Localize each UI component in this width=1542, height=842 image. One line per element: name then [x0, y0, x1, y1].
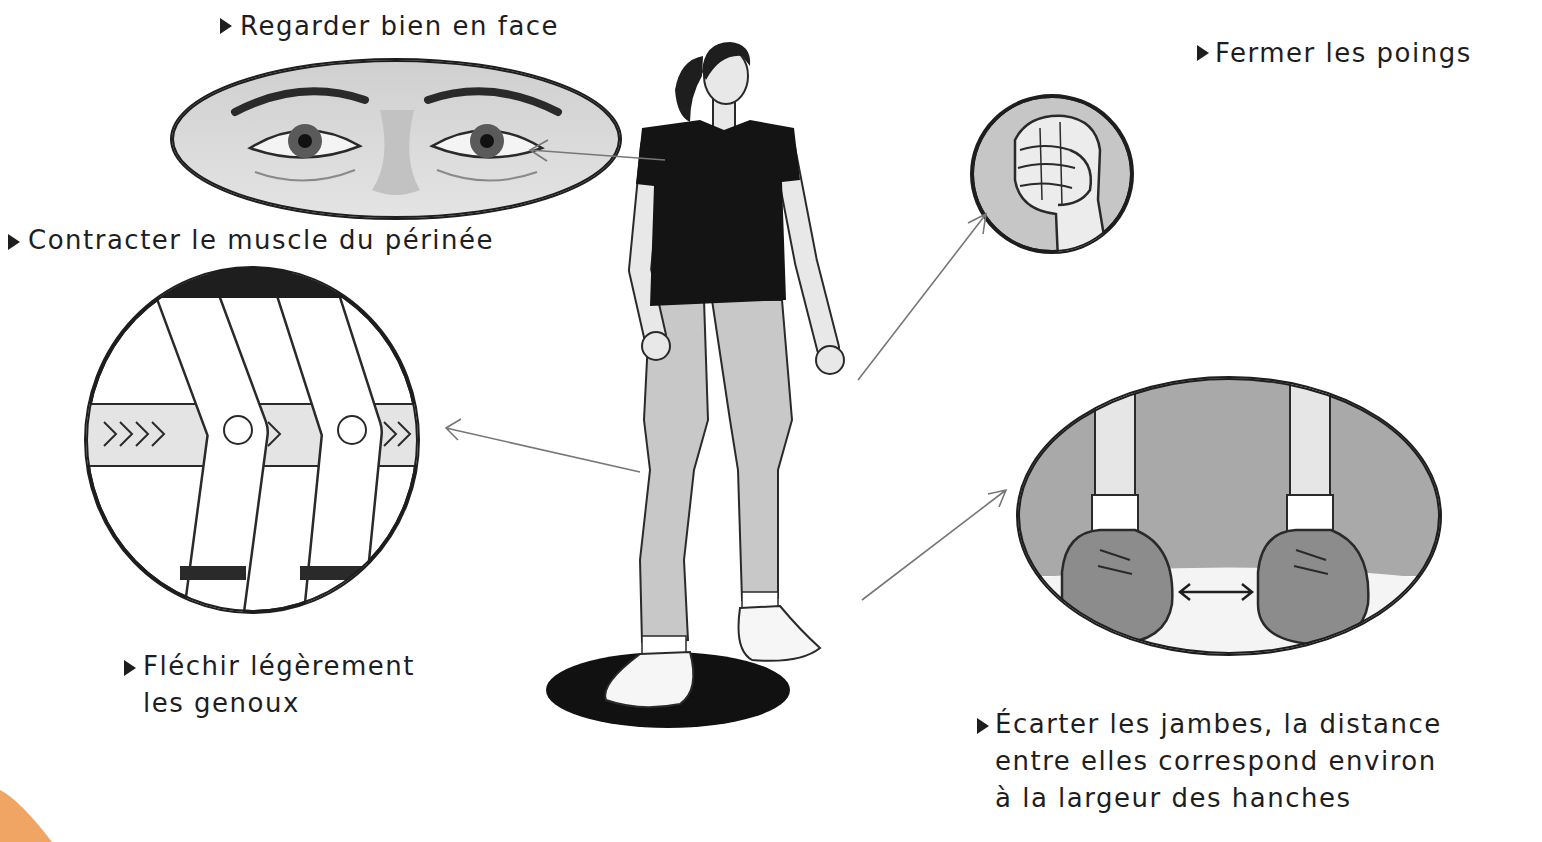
bullet-triangle [220, 18, 232, 34]
bullet-triangle [124, 660, 136, 676]
leader-arrow [446, 140, 1006, 600]
leader-arrow [858, 214, 986, 380]
bullet-triangle [8, 234, 20, 250]
callout-frame [1018, 378, 1440, 654]
eyes-closeup [170, 58, 622, 220]
eyes-closeup [170, 58, 622, 220]
bullet-triangle [8, 18, 1209, 734]
callout-frame [86, 268, 418, 612]
woman-figure [642, 332, 670, 360]
woman-figure [675, 56, 703, 122]
eyes-callout: Regarder bien en face [172, 60, 620, 218]
knees-closeup [84, 266, 420, 612]
woman-figure [784, 148, 828, 348]
knees-closeup [86, 268, 418, 612]
woman-figure [816, 346, 844, 374]
callout-frame [86, 268, 418, 612]
woman-figure [739, 606, 821, 661]
woman-figure [642, 636, 686, 658]
callout-frame [972, 96, 1132, 252]
page-tab [0, 790, 52, 842]
woman-figure [636, 120, 800, 306]
leader-arrow [446, 419, 640, 472]
knees-callout: Contracter le muscle du périnéeFléchir l… [86, 268, 418, 612]
woman-figure [702, 42, 750, 80]
woman-figure [784, 148, 828, 348]
eyes-closeup [172, 60, 620, 218]
fist-callout: Fermer les poings [972, 96, 1132, 252]
feet-closeup [1016, 376, 1442, 656]
woman-figure [640, 146, 655, 336]
callout-frame [1018, 378, 1440, 654]
woman-figure [605, 652, 693, 707]
bullet-triangle [977, 718, 989, 734]
callout-label: Écarter les jambes, la distance entre el… [995, 706, 1455, 817]
callout-frame [172, 60, 620, 218]
feet-callout: Écarter les jambes, la distance entre el… [1018, 378, 1440, 654]
feet-closeup [1018, 378, 1440, 654]
callout-frame [972, 96, 1132, 252]
woman-figure [704, 48, 748, 104]
woman-figure [713, 96, 735, 132]
woman-figure [742, 592, 778, 612]
woman-figure [546, 652, 790, 728]
fist-closeup [972, 96, 1132, 252]
woman-figure [640, 146, 655, 336]
woman-figure [640, 300, 708, 642]
woman-figure [712, 300, 792, 600]
leader-arrow [862, 490, 1006, 600]
callout-label: Fermer les poings [1215, 35, 1535, 72]
callout-label: Regarder bien en face [240, 8, 660, 45]
callout-label: Fléchir légèrement les genoux [143, 648, 443, 722]
fist-closeup [972, 96, 1132, 260]
callout-frame [172, 60, 620, 218]
callout-label: Contracter le muscle du périnée [28, 222, 668, 259]
bullet-triangle [1197, 45, 1209, 61]
